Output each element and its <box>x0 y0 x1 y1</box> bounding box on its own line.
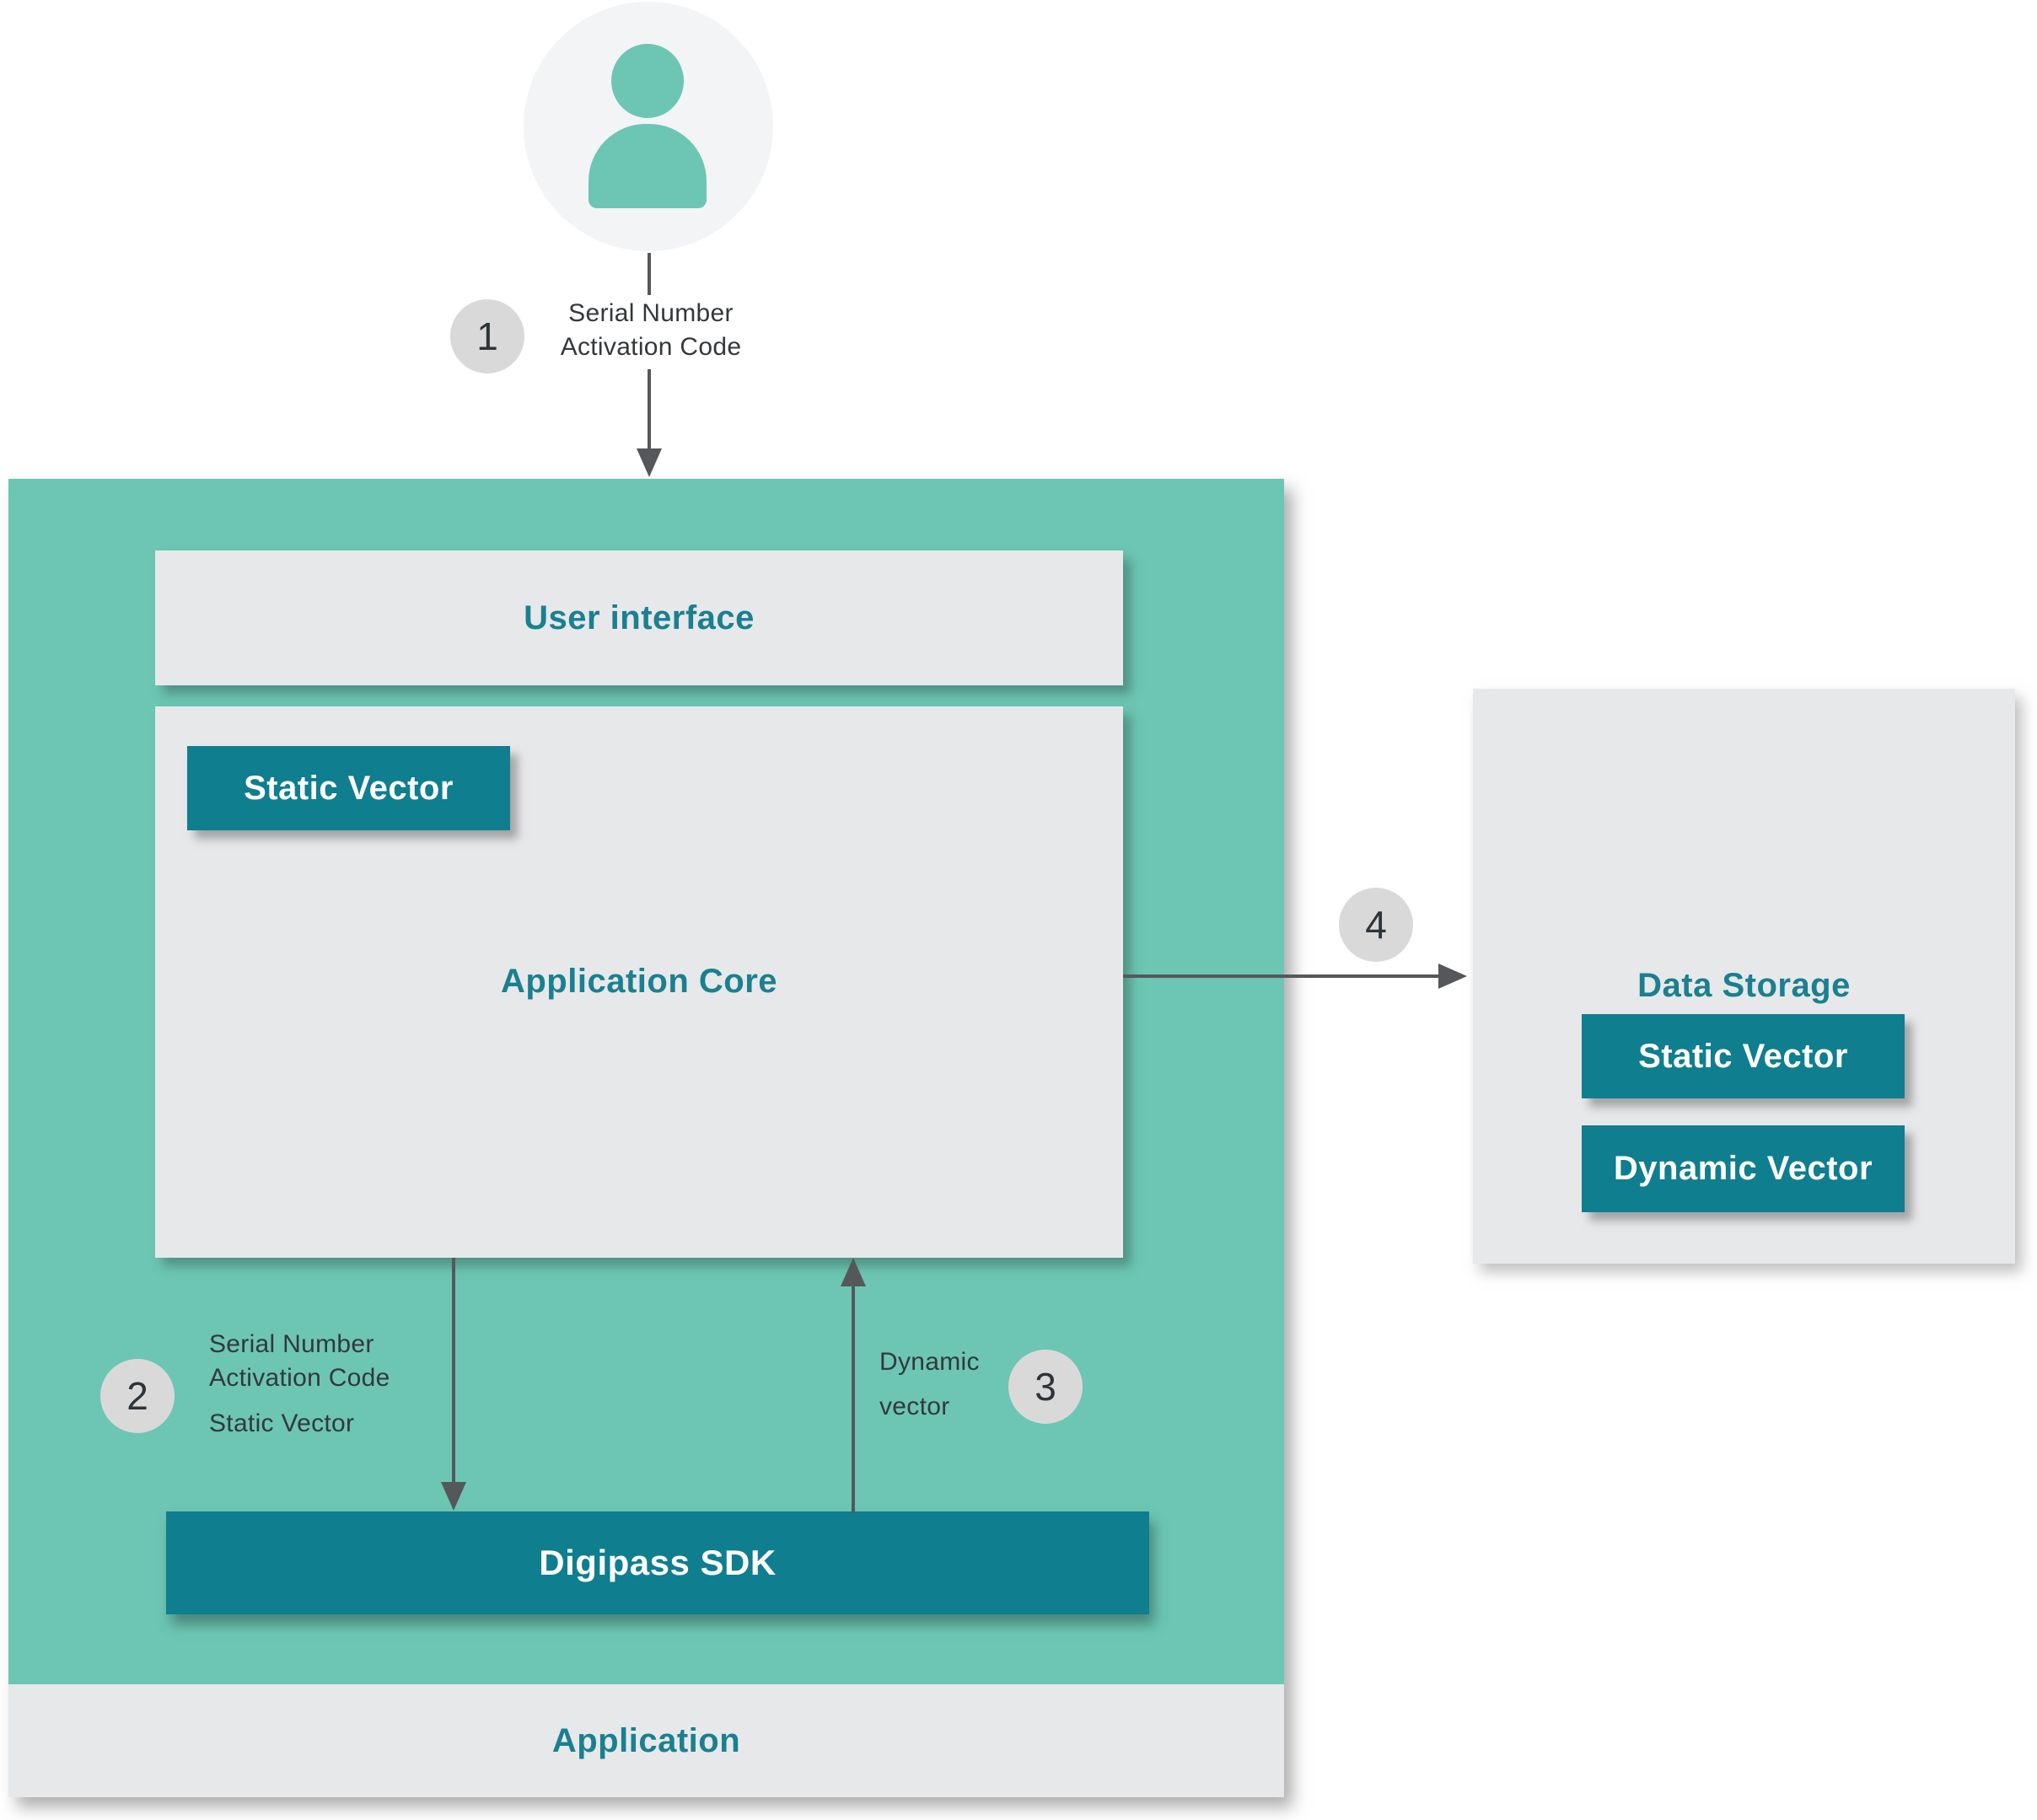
storage-dynamic-vector-chip: Dynamic Vector <box>1582 1125 1905 1212</box>
arrow-2-line <box>452 1258 455 1482</box>
step-2-label: Serial Number Activation Code Static Vec… <box>209 1328 390 1441</box>
arrow-1-line-bottom <box>648 369 651 448</box>
application-container: User interface Static Vector Application… <box>8 479 1284 1797</box>
step-3-label: Dynamic vector <box>879 1339 980 1429</box>
step-2-badge: 2 <box>100 1359 175 1433</box>
storage-static-vector-chip: Static Vector <box>1582 1014 1905 1098</box>
digipass-sdk-box: Digipass SDK <box>166 1511 1149 1614</box>
user-interface-box: User interface <box>155 550 1123 685</box>
step-1-label-line-1: Serial Number <box>568 299 734 327</box>
arrow-1-head-icon <box>637 448 662 477</box>
user-icon <box>524 2 773 251</box>
storage-static-vector-label: Static Vector <box>1638 1037 1848 1075</box>
data-storage-box: Data Storage Static Vector Dynamic Vecto… <box>1473 689 2015 1264</box>
arrow-2-head-icon <box>441 1482 466 1511</box>
user-icon-body <box>589 124 707 208</box>
arrow-4-head-icon <box>1438 964 1467 989</box>
step-3-badge: 3 <box>1008 1350 1083 1424</box>
arrow-3-line <box>852 1286 855 1513</box>
step-4-number: 4 <box>1365 903 1387 947</box>
digipass-sdk-label: Digipass SDK <box>539 1543 777 1582</box>
arrow-3-head-icon <box>841 1258 866 1286</box>
step-2-label-line-3: Static Vector <box>209 1409 355 1437</box>
application-label-bar: Application <box>8 1684 1284 1797</box>
step-1-number: 1 <box>476 314 498 358</box>
core-static-vector-label: Static Vector <box>244 769 454 807</box>
core-static-vector-chip: Static Vector <box>187 746 510 830</box>
application-core-title: Application Core <box>500 963 778 1000</box>
step-2-label-line-2: Activation Code <box>209 1364 390 1392</box>
step-1-label-line-2: Activation Code <box>560 333 742 361</box>
user-interface-title: User interface <box>524 599 755 636</box>
step-1-label: Serial Number Activation Code <box>561 297 742 364</box>
step-2-number: 2 <box>126 1374 148 1418</box>
step-3-label-line-1: Dynamic <box>879 1348 980 1376</box>
user-icon-head <box>611 44 684 118</box>
arrow-1-line-top <box>648 253 651 295</box>
step-3-label-line-2: vector <box>879 1393 950 1420</box>
storage-dynamic-vector-label: Dynamic Vector <box>1613 1150 1873 1187</box>
step-3-number: 3 <box>1035 1365 1056 1409</box>
application-core-box: Static Vector Application Core <box>155 706 1123 1258</box>
arrow-4-line <box>1123 974 1438 978</box>
step-1-badge: 1 <box>450 299 524 373</box>
step-4-badge: 4 <box>1339 888 1413 962</box>
data-storage-title: Data Storage <box>1637 967 1851 1004</box>
application-label: Application <box>551 1721 741 1759</box>
step-2-label-line-1: Serial Number <box>209 1330 374 1358</box>
